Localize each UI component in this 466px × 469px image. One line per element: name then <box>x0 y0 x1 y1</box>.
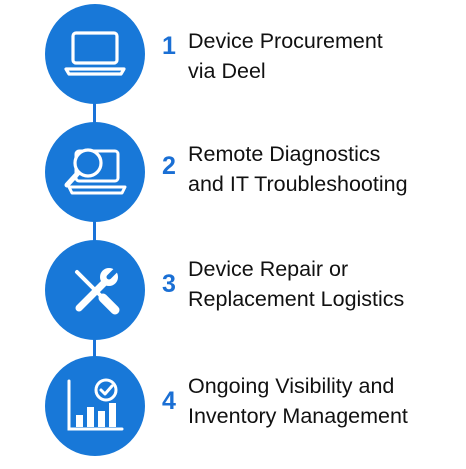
laptop-icon <box>63 29 127 79</box>
step-1: 1 Device Procurement via Deel <box>0 4 466 114</box>
step-1-number: 1 <box>162 32 176 60</box>
step-3-label-line1: Device Repair or <box>188 257 349 281</box>
step-3-number: 3 <box>162 270 176 298</box>
step-4-number: 4 <box>162 387 176 415</box>
step-2-number: 2 <box>162 152 176 180</box>
step-1-circle <box>45 4 145 104</box>
step-1-label: Device Procurement via Deel <box>188 26 383 86</box>
step-2: 2 Remote Diagnostics and IT Troubleshoot… <box>0 122 466 232</box>
step-1-label-line1: Device Procurement <box>188 29 383 53</box>
step-4-label: Ongoing Visibility and Inventory Managem… <box>188 371 408 431</box>
step-4-label-line1: Ongoing Visibility and <box>188 374 395 398</box>
step-2-label-line1: Remote Diagnostics <box>188 142 381 166</box>
step-4: 4 Ongoing Visibility and Inventory Manag… <box>0 356 466 466</box>
step-3-label-line2: Replacement Logistics <box>188 287 405 311</box>
step-3-label: Device Repair or Replacement Logistics <box>188 254 404 314</box>
step-1-label-line2: via Deel <box>188 59 266 83</box>
bar-chart-check-icon <box>64 377 126 435</box>
timeline-connector <box>93 60 96 400</box>
laptop-magnifier-icon <box>62 143 128 201</box>
step-4-circle <box>45 356 145 456</box>
step-2-label: Remote Diagnostics and IT Troubleshootin… <box>188 139 408 199</box>
step-3: 3 Device Repair or Replacement Logistics <box>0 240 466 350</box>
step-4-label-line2: Inventory Management <box>188 404 408 428</box>
step-2-label-line2: and IT Troubleshooting <box>188 172 408 196</box>
step-2-circle <box>45 122 145 222</box>
wrench-screwdriver-icon <box>65 260 125 320</box>
step-3-circle <box>45 240 145 340</box>
